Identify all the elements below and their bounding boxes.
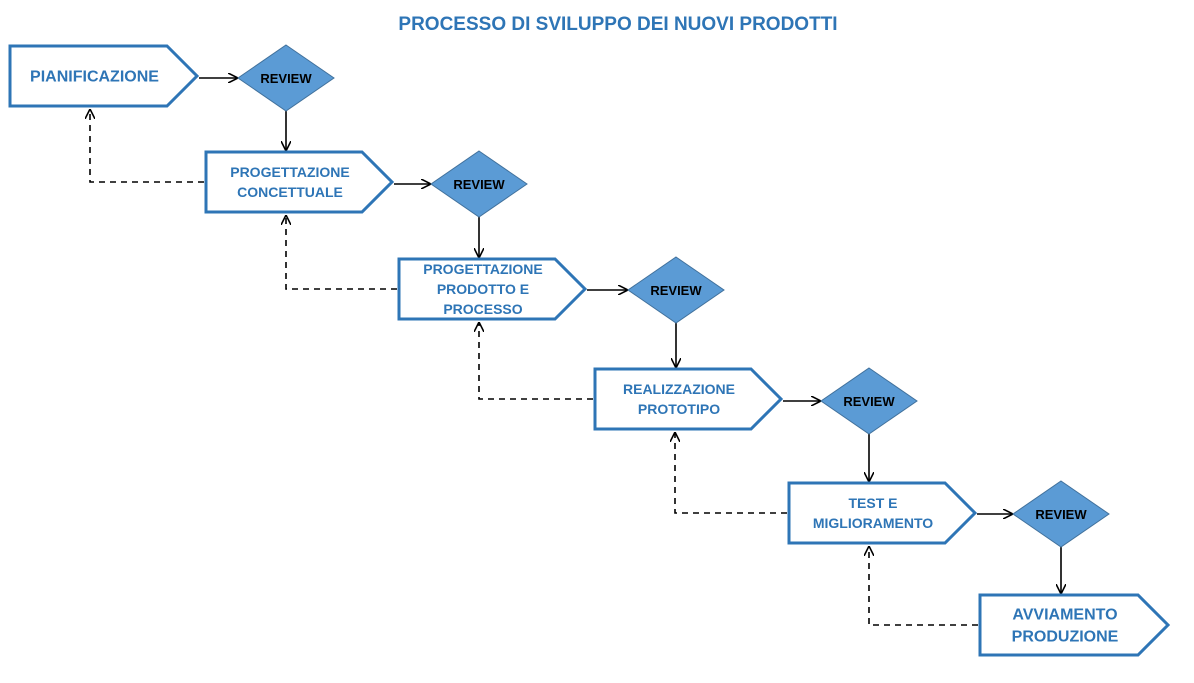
- step-label: AVVIAMENTO: [1012, 607, 1117, 624]
- feedback-arrow: [286, 216, 397, 290]
- feedback-arrow: [90, 110, 204, 183]
- review-label: REVIEW: [453, 177, 505, 192]
- step-shape: [8, 44, 200, 108]
- review-diamond-5: REVIEW: [1012, 480, 1110, 548]
- review-label: REVIEW: [260, 71, 312, 86]
- step-shape: [978, 593, 1171, 657]
- step-shape: [593, 367, 784, 431]
- review-label: REVIEW: [1035, 507, 1087, 522]
- review-shape: [237, 44, 335, 112]
- feedback-arrow: [869, 547, 978, 626]
- review-label: REVIEW: [843, 394, 895, 409]
- review-shape: [820, 367, 918, 435]
- step-shape: [787, 481, 978, 545]
- review-shape: [430, 150, 528, 218]
- step-label: PROGETTAZIONE: [230, 164, 350, 180]
- step-4: REALIZZAZIONE PROTOTIPO: [593, 367, 784, 431]
- review-diamond-1: REVIEW: [237, 44, 335, 112]
- step-label: REALIZZAZIONE: [623, 381, 735, 397]
- step-1: PIANIFICAZIONE: [8, 44, 200, 108]
- step-label: CONCETTUALE: [237, 184, 343, 200]
- step-2: PROGETTAZIONE CONCETTUALE: [204, 150, 395, 214]
- step-label: PRODUZIONE: [1012, 629, 1119, 646]
- connectors: [90, 78, 1061, 626]
- review-diamond-2: REVIEW: [430, 150, 528, 218]
- step-label: TEST E: [848, 495, 897, 511]
- diagram-title: PROCESSO DI SVILUPPO DEI NUOVI PRODOTTI: [398, 14, 837, 35]
- review-shape: [1012, 480, 1110, 548]
- review-label: REVIEW: [650, 283, 702, 298]
- review-shape: [627, 256, 725, 324]
- step-3: PROGETTAZIONE PRODOTTO E PROCESSO: [397, 257, 588, 321]
- steps-layer: PIANIFICAZIONEPROGETTAZIONECONCETTUALEPR…: [8, 44, 1171, 657]
- step-shape: [204, 150, 395, 214]
- step-label: PIANIFICAZIONE: [30, 69, 159, 86]
- step-label: MIGLIORAMENTO: [813, 515, 933, 531]
- review-diamond-3: REVIEW: [627, 256, 725, 324]
- step-label: PRODOTTO E: [437, 281, 529, 297]
- reviews-layer: REVIEW REVIEW REVIEW REVIEW REVIEW: [237, 44, 1110, 548]
- step-label: PROGETTAZIONE: [423, 261, 543, 277]
- step-5: TEST E MIGLIORAMENTO: [787, 481, 978, 545]
- review-diamond-4: REVIEW: [820, 367, 918, 435]
- feedback-arrow: [675, 433, 787, 514]
- step-6: AVVIAMENTO PRODUZIONE: [978, 593, 1171, 657]
- step-label: PROCESSO: [443, 301, 522, 317]
- step-label: PROTOTIPO: [638, 401, 720, 417]
- step-shape: [397, 257, 588, 321]
- feedback-arrow: [479, 323, 593, 400]
